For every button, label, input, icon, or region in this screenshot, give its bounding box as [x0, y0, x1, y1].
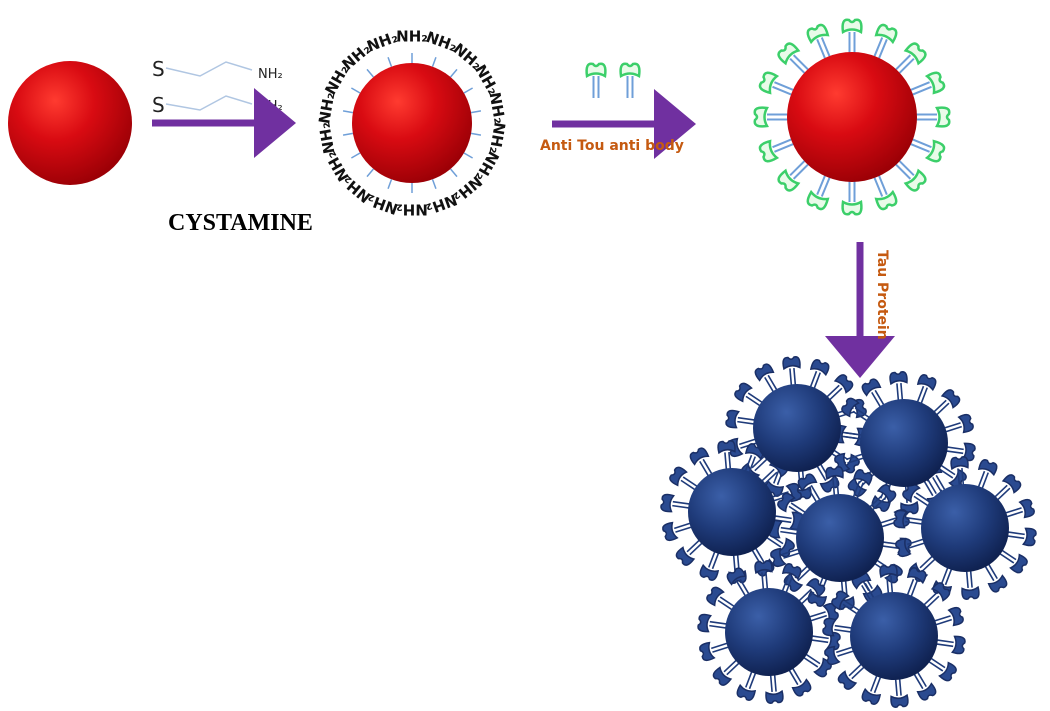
antibody-conjugate: [753, 106, 791, 128]
amine-1-label: NH₂: [258, 67, 283, 82]
aggregated-nanoparticle: [860, 399, 948, 487]
anti-tau-antibody-label: Anti Tou anti body: [540, 138, 684, 154]
tau-protein-label: Tau Protein: [874, 250, 890, 340]
bound-antibody: [888, 370, 910, 405]
amine-group-label: NH₂: [364, 28, 400, 56]
aggregated-nanoparticle: [725, 588, 813, 676]
amine-group-label: NH₂: [315, 121, 338, 155]
antibody-icon: [585, 62, 641, 100]
amine-group-label: NH₂: [396, 201, 428, 219]
antibody-conjugate: [913, 106, 951, 128]
bound-antibody: [763, 670, 785, 705]
aggregated-nanoparticle: [688, 468, 776, 556]
antibody-conjugate: [841, 178, 863, 216]
aggregated-nanoparticle: [796, 494, 884, 582]
bound-antibody: [753, 559, 775, 594]
bound-antibody: [959, 566, 981, 601]
bare-nanoparticle: [8, 61, 132, 185]
aggregated-nanoparticle: [921, 484, 1009, 572]
cystamine-label: CYSTAMINE: [168, 210, 313, 236]
amine-group-label: NH₂: [315, 91, 338, 125]
bound-antibody: [781, 355, 803, 390]
amine-group-label: NH₂: [486, 121, 509, 155]
amine-functionalized-nanoparticle: NH₂NH₂NH₂NH₂NH₂NH₂NH₂NH₂NH₂NH₂NH₂NH₂NH₂N…: [315, 28, 509, 219]
amine-group-label: NH₂: [424, 190, 460, 218]
aggregated-nanoparticle-icon: [659, 355, 1038, 709]
antibody-conjugate: [841, 18, 863, 56]
amine-group-label: NH₂: [486, 91, 509, 125]
aggregated-nanoparticle: [753, 384, 841, 472]
amine-2-label: NH₂: [258, 99, 283, 114]
cystamine-molecule-icon: S S NH₂ NH₂: [152, 57, 283, 117]
bound-antibody: [888, 674, 910, 709]
amine-group-label: NH₂: [396, 28, 428, 46]
aggregated-nanoparticle: [850, 592, 938, 680]
sulfur-2-label: S: [152, 93, 165, 117]
antibody-conjugated-nanoparticle: [753, 18, 951, 216]
sulfur-1-label: S: [152, 57, 165, 81]
